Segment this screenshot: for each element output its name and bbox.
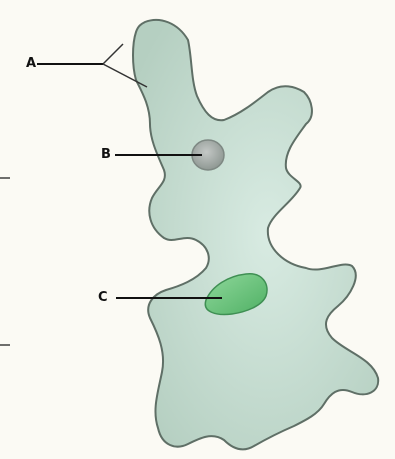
leader-line-a-branch-1 xyxy=(103,44,123,64)
label-a: A xyxy=(26,57,36,70)
cell-body xyxy=(133,20,378,449)
label-c: C xyxy=(98,291,108,304)
label-b: B xyxy=(101,148,111,161)
